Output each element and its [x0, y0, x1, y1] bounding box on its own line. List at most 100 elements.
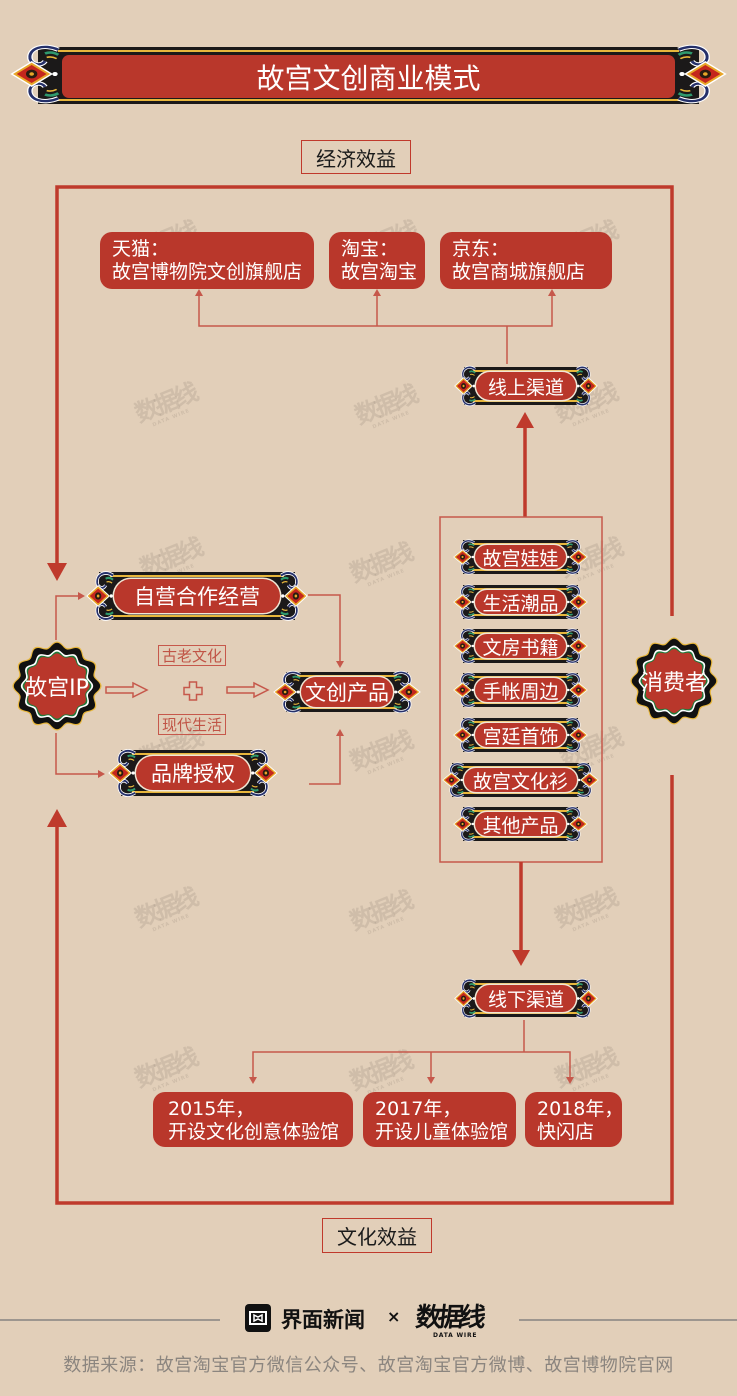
offline-store-2018: 2018年， 快闪店	[525, 1092, 624, 1147]
ornament-left-icon	[10, 42, 60, 106]
brand-license-banner: 品牌授权	[108, 747, 278, 799]
ornament-right-icon	[566, 716, 588, 754]
modern-life-label: 现代生活	[158, 714, 226, 735]
store-year: 2017年，	[375, 1098, 462, 1120]
product-item: 宫廷首饰	[453, 716, 588, 754]
license-to-hub-line	[309, 735, 341, 785]
ornament-right-icon	[566, 671, 588, 709]
online-channel-banner: 线上渠道	[454, 364, 598, 408]
ornament-right-icon	[250, 747, 278, 799]
offline-connector-line	[252, 1051, 571, 1078]
arrow-up-icon	[548, 289, 556, 296]
ornament-right-icon	[577, 761, 599, 799]
ornament-right-icon	[280, 569, 308, 623]
online-connector-line	[198, 295, 553, 327]
ornament-right-icon	[566, 627, 588, 665]
seal-label: 消费者	[640, 671, 707, 696]
store-platform: 京东：	[452, 238, 510, 260]
online-store-tmall: 天猫： 故宫博物院文创旗舰店	[100, 232, 314, 289]
economic-benefit-label: 经济效益	[301, 140, 411, 174]
banner-label: 品牌授权	[136, 756, 250, 790]
online-store-taobao: 淘宝： 故宫淘宝	[329, 232, 425, 289]
frame-lower-path	[55, 775, 674, 1205]
product-item: 生活潮品	[453, 583, 588, 621]
seal-label: 故宫IP	[25, 676, 89, 701]
store-desc: 开设儿童体验馆	[375, 1121, 509, 1143]
product-label: 生活潮品	[475, 589, 566, 615]
hollow-arrow-icon	[226, 681, 270, 699]
store-year: 2018年，	[537, 1098, 624, 1120]
product-label: 故宫娃娃	[475, 544, 566, 570]
ornament-left-icon	[273, 669, 301, 715]
cultural-benefit-label: 文化效益	[322, 1218, 432, 1253]
scalloped-seal-icon	[630, 637, 718, 725]
frame-down-arrow-icon	[47, 563, 67, 581]
seal-red-core	[642, 649, 706, 713]
banner-label: 文创产品	[301, 677, 393, 707]
offline-store-2015: 2015年， 开设文化创意体验馆	[153, 1092, 353, 1147]
product-label: 宫廷首饰	[475, 722, 566, 748]
online-store-jd: 京东： 故宫商城旗舰店	[440, 232, 612, 289]
ornament-left-icon	[453, 627, 475, 665]
data-source-note: 数据来源：故宫淘宝官方微信公众号、故宫淘宝官方微博、故宫博物院官网	[63, 1355, 674, 1376]
store-name: 故宫博物院文创旗舰店	[112, 261, 303, 283]
partner-logo-sub: DATA WIRE	[433, 1332, 478, 1339]
product-label: 文房书籍	[475, 633, 566, 659]
product-item: 手帐周边	[453, 671, 588, 709]
seal-red-core	[24, 653, 90, 719]
ornament-right-icon	[393, 669, 421, 715]
ancient-culture-label: 古老文化	[158, 645, 226, 666]
product-item: 文房书籍	[453, 627, 588, 665]
arrow-up-icon	[336, 729, 344, 736]
product-item: 故宫文化衫	[442, 761, 599, 799]
banner-label: 线下渠道	[476, 984, 576, 1013]
offline-channel-banner: 线下渠道	[454, 977, 598, 1020]
ornament-left-icon	[442, 761, 464, 799]
ornament-left-icon	[453, 805, 475, 843]
footer-divider-left	[0, 1319, 220, 1321]
ip-to-license-line	[55, 733, 99, 775]
ornament-left-icon	[454, 977, 476, 1020]
ornament-right-icon	[576, 977, 598, 1020]
ip-to-self-line	[55, 595, 79, 640]
product-label: 其他产品	[475, 811, 566, 837]
ornament-right-icon	[677, 42, 727, 106]
palace-ip-seal: 故宫IP	[12, 641, 102, 731]
product-item: 故宫娃娃	[453, 538, 588, 576]
frame-up-arrow-icon	[47, 809, 67, 827]
store-year: 2015年，	[168, 1098, 255, 1120]
store-platform: 天猫：	[112, 238, 170, 260]
collab-times: ×	[387, 1307, 401, 1326]
ornament-left-icon	[453, 716, 475, 754]
plus-icon	[183, 681, 203, 701]
arrow-right-icon	[98, 770, 105, 778]
frame-upper-path	[55, 185, 674, 616]
ornament-left-icon	[453, 671, 475, 709]
big-down-arrow-icon	[512, 950, 530, 966]
product-label: 故宫文化衫	[464, 767, 577, 793]
arrow-down-icon	[249, 1077, 257, 1084]
big-up-arrow-icon	[516, 412, 534, 428]
store-name: 故宫商城旗舰店	[452, 261, 586, 283]
ornament-left-icon	[108, 747, 136, 799]
jiemian-logo-icon	[245, 1304, 271, 1332]
consumer-seal: 消费者	[630, 637, 718, 725]
ornament-right-icon	[566, 538, 588, 576]
ornament-left-icon	[86, 569, 114, 623]
ornament-left-icon	[453, 583, 475, 621]
self-to-hub-line	[308, 594, 341, 662]
banner-label: 线上渠道	[476, 371, 576, 401]
footer-divider-right	[519, 1319, 737, 1321]
store-desc: 开设文化创意体验馆	[168, 1121, 340, 1143]
arrow-down-icon	[427, 1077, 435, 1084]
product-item: 其他产品	[453, 805, 588, 843]
banner-label: 自营合作经营	[114, 578, 280, 614]
title-banner: 故宫文创商业模式	[10, 42, 727, 106]
offline-store-2017: 2017年， 开设儿童体验馆	[363, 1092, 516, 1147]
brand-name: 界面新闻	[281, 1308, 365, 1332]
arrow-up-icon	[195, 289, 203, 296]
arrow-down-icon	[566, 1077, 574, 1084]
ornament-right-icon	[566, 583, 588, 621]
